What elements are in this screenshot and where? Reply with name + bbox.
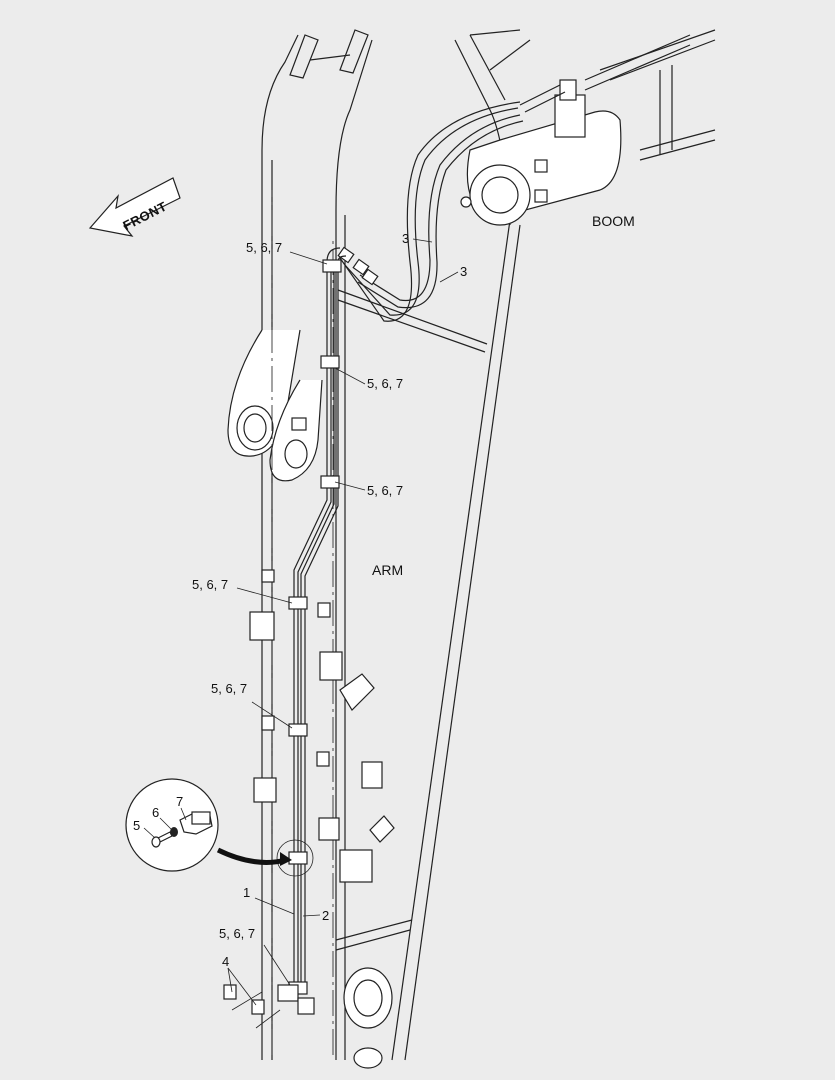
- mounting-blocks: [223, 569, 395, 1015]
- part-1-label: 1: [243, 885, 250, 900]
- leader-lines: [143, 238, 459, 1029]
- boom-body: [454, 29, 716, 226]
- callout-567-b: 5, 6, 7: [367, 376, 403, 391]
- boom-label: BOOM: [592, 213, 635, 229]
- part-5-label: 5: [133, 818, 140, 833]
- arm-body: [227, 29, 521, 1069]
- part-6-label: 6: [152, 805, 159, 820]
- part-3-label-b: 3: [460, 264, 467, 279]
- part-3-label-a: 3: [402, 231, 409, 246]
- hoses: [337, 101, 524, 322]
- callout-567-c: 5, 6, 7: [367, 483, 403, 498]
- callout-567-d: 5, 6, 7: [192, 577, 228, 592]
- callout-567-a: 5, 6, 7: [246, 240, 282, 255]
- front-arrow-icon: FRONT: [88, 177, 181, 237]
- part-2-label: 2: [322, 908, 329, 923]
- callout-567-f: 5, 6, 7: [219, 926, 255, 941]
- pipes: [293, 247, 347, 990]
- detail-view: [125, 778, 314, 877]
- part-4-label: 4: [222, 954, 229, 969]
- callout-567-e: 5, 6, 7: [211, 681, 247, 696]
- arm-label: ARM: [372, 562, 403, 578]
- callout-labels: BOOM ARM 5, 6, 7 5, 6, 7 5, 6, 7 5, 6, 7…: [133, 213, 635, 969]
- part-7-label: 7: [176, 794, 183, 809]
